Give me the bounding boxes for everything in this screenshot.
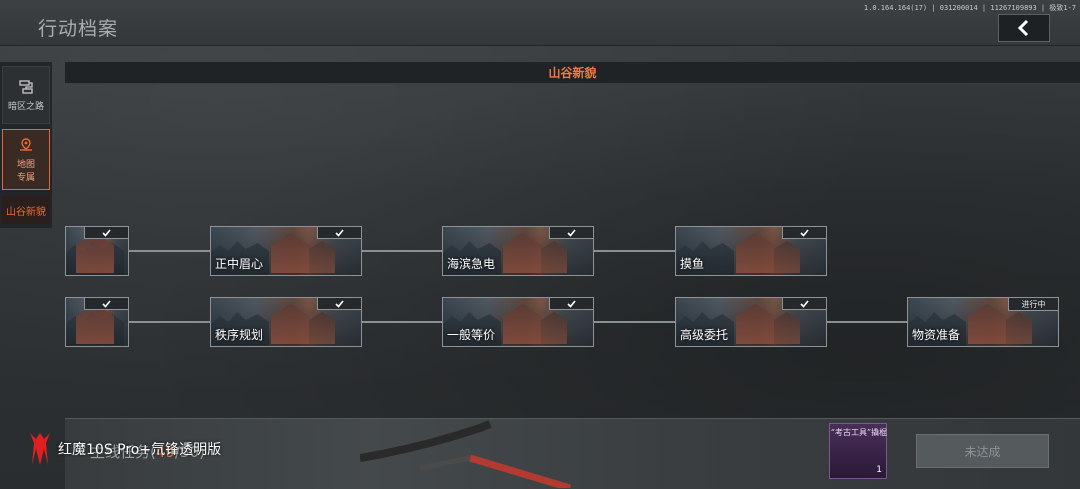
node-art-house xyxy=(76,304,114,344)
mission-node-label: 一般等价 xyxy=(447,328,496,342)
check-icon xyxy=(84,298,128,310)
version-info: 1.0.164.164(17) | 031200014 | 1126710989… xyxy=(863,4,1076,12)
mission-node-label: 摸鱼 xyxy=(680,257,705,271)
node-art xyxy=(443,312,501,346)
mission-node[interactable]: 摸鱼 xyxy=(675,226,827,276)
sidebar-item-map[interactable]: 地图 专属 xyxy=(2,129,50,190)
check-icon xyxy=(782,298,826,310)
node-art-house xyxy=(736,304,774,344)
mission-prefix: 主线任务( xyxy=(90,443,156,461)
node-art xyxy=(211,241,269,275)
section-header: 山谷新貌 xyxy=(65,62,1080,84)
reward-item[interactable]: “考古工具”撬棍 1 xyxy=(829,423,887,479)
check-icon xyxy=(84,227,128,239)
mission-node-label: 高级委托 xyxy=(680,328,729,342)
node-art-house xyxy=(774,241,800,273)
connector xyxy=(129,321,210,323)
mission-node[interactable] xyxy=(65,226,129,276)
node-art-house xyxy=(774,312,800,344)
mission-node-active[interactable]: 进行中 物资准备 xyxy=(907,297,1059,347)
connector xyxy=(362,321,442,323)
node-art xyxy=(211,312,269,346)
node-art-house xyxy=(309,241,335,273)
mission-node[interactable]: 一般等价 xyxy=(442,297,594,347)
node-art xyxy=(908,312,966,346)
status-badge: 进行中 xyxy=(1008,298,1058,311)
node-art-house xyxy=(503,304,541,344)
sidebar-item-route[interactable]: 暗区之路 xyxy=(2,66,50,124)
mission-current: 49 xyxy=(155,443,175,461)
mission-node[interactable]: 高级委托 xyxy=(675,297,827,347)
sidebar-item-label: 地图 xyxy=(16,159,35,170)
page-title: 行动档案 xyxy=(38,18,119,40)
mission-node[interactable]: 海滨急电 xyxy=(442,226,594,276)
device-watermark: 红魔10S Pro+氘锋透明版 xyxy=(26,429,221,469)
node-art xyxy=(443,241,501,275)
route-icon xyxy=(19,79,33,94)
claim-button[interactable]: 未达成 xyxy=(916,434,1049,468)
check-icon xyxy=(317,227,361,239)
node-art-house xyxy=(271,233,309,273)
connector xyxy=(594,250,675,252)
sidebar-item-label: 暗区之路 xyxy=(7,101,44,112)
map-pin-icon xyxy=(20,137,32,151)
node-art xyxy=(676,312,734,346)
section-title: 山谷新貌 xyxy=(548,66,597,80)
check-icon xyxy=(549,298,593,310)
check-icon xyxy=(549,227,593,239)
node-art-house xyxy=(76,233,114,273)
node-art-house xyxy=(271,304,309,344)
mission-progress: 主线任务(49/50) xyxy=(90,441,205,462)
node-art-house xyxy=(736,233,774,273)
bottom-bar xyxy=(65,418,1080,489)
reward-name: “考古工具”撬棍 xyxy=(830,428,888,437)
sidebar-subitem-valley[interactable]: 山谷新貌 xyxy=(2,196,50,224)
crowbar-art xyxy=(360,420,572,488)
node-art-house xyxy=(1006,312,1032,344)
node-art-house xyxy=(541,312,567,344)
reward-count: 1 xyxy=(876,465,882,475)
top-bar: 行动档案 1.0.164.164(17) | 031200014 | 11267… xyxy=(0,0,1080,46)
brand-logo-icon xyxy=(30,433,50,465)
mission-node[interactable]: 秩序规划 xyxy=(210,297,362,347)
node-art-house xyxy=(968,304,1006,344)
node-art-house xyxy=(541,241,567,273)
back-button[interactable] xyxy=(998,14,1050,42)
check-icon xyxy=(317,298,361,310)
node-art-house xyxy=(309,312,335,344)
mission-node-label: 海滨急电 xyxy=(447,257,496,271)
node-art xyxy=(676,241,734,275)
mission-node-label: 物资准备 xyxy=(912,328,961,342)
connector xyxy=(362,250,442,252)
mission-node-label: 秩序规划 xyxy=(215,328,264,342)
mission-node[interactable] xyxy=(65,297,129,347)
node-art-house xyxy=(503,233,541,273)
mission-total: /50) xyxy=(174,443,205,461)
mission-node-label: 正中眉心 xyxy=(215,257,264,271)
mission-node[interactable]: 正中眉心 xyxy=(210,226,362,276)
connector xyxy=(594,321,675,323)
brand-text: 红魔10S Pro+氘锋透明版 xyxy=(58,442,222,458)
chevron-left-icon xyxy=(1017,19,1029,37)
sidebar-item-label-2: 专属 xyxy=(16,172,35,183)
connector xyxy=(129,250,210,252)
connector xyxy=(826,321,907,323)
check-icon xyxy=(782,227,826,239)
